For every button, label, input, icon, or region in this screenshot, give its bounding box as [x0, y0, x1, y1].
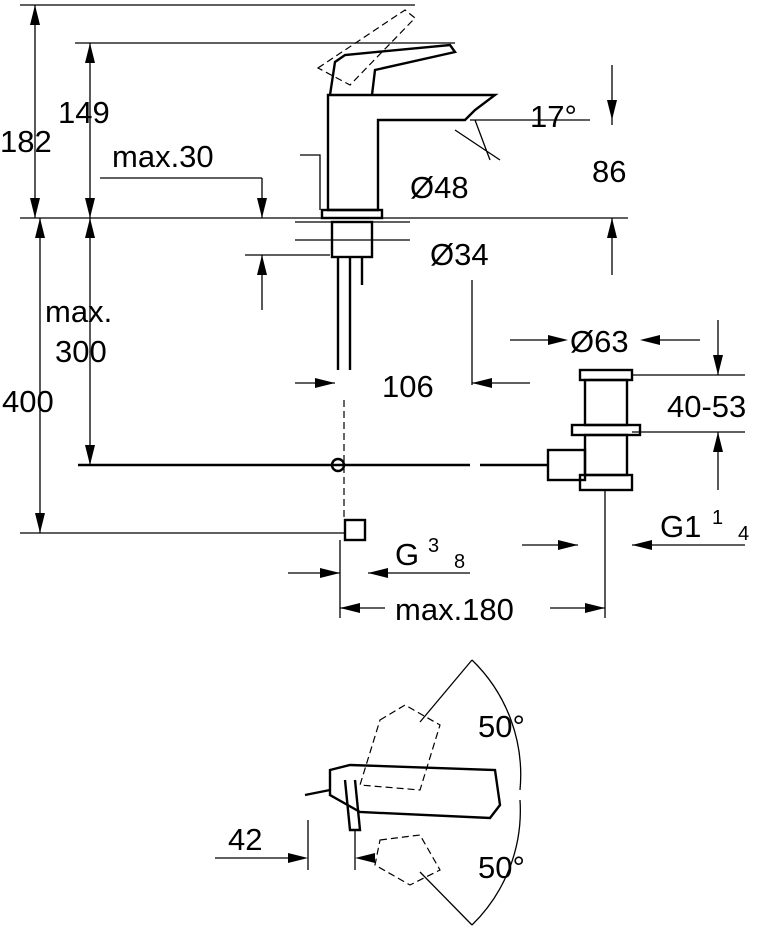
label-supply-thread-den: 8	[454, 551, 465, 573]
label-spout-height: 86	[592, 154, 626, 189]
label-spout-reach: 106	[382, 369, 434, 404]
label-waste-thread-den: 4	[738, 523, 749, 545]
label-supply-thread: G	[395, 537, 419, 572]
faucet-top-view	[215, 659, 522, 926]
label-spout-angle: 17°	[530, 99, 577, 134]
label-hose-length: 400	[2, 384, 54, 419]
waste-fitting	[546, 368, 642, 492]
label-max-depth-1: max.	[45, 294, 112, 329]
label-hole-diameter: Ø34	[430, 237, 489, 272]
label-lever-angle-top: 50°	[478, 709, 525, 744]
label-max-depth-2: 300	[55, 334, 107, 369]
label-waste-thread-num: 1	[712, 507, 723, 529]
label-base-diameter: Ø48	[410, 170, 469, 205]
label-lever-angle-bottom: 50°	[478, 850, 525, 885]
dimension-arrows	[30, 5, 723, 863]
label-lever-offset: 42	[228, 822, 262, 857]
label-max-thickness: max.30	[112, 139, 214, 174]
label-height-spout: 149	[58, 95, 110, 130]
label-waste-thread: G1	[660, 509, 701, 544]
faucet-body	[78, 9, 548, 542]
label-waste-diameter: Ø63	[570, 324, 629, 359]
reference-lines	[20, 4, 628, 534]
label-waste-adjust: 40-53	[667, 389, 746, 424]
label-max-offset: max.180	[395, 592, 514, 627]
label-height-total: 182	[0, 124, 52, 159]
label-supply-thread-num: 3	[428, 535, 439, 557]
